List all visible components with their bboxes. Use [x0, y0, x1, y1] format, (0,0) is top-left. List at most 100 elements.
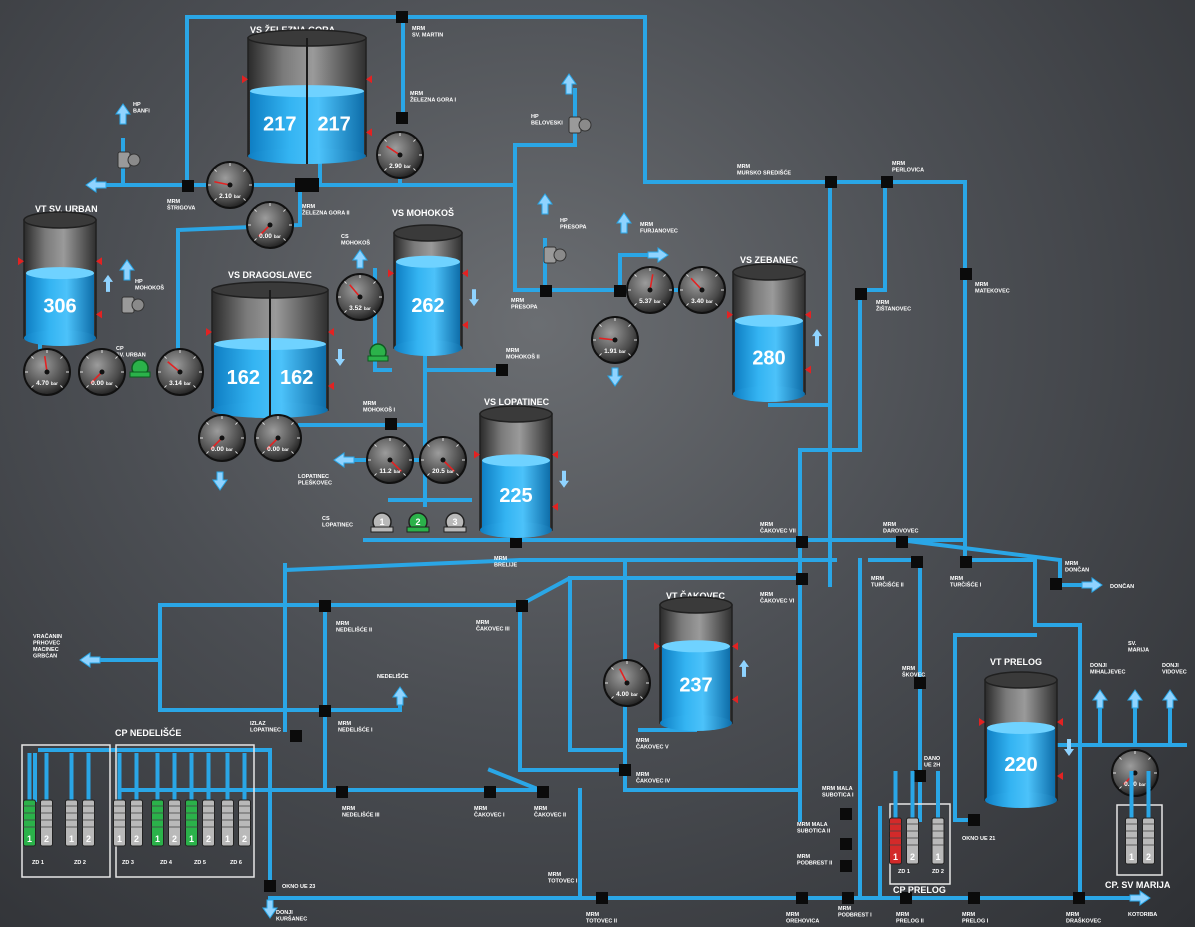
tank-name: VT PRELOG — [990, 657, 1042, 667]
tank-name: VS DRAGOSLAVEC — [228, 270, 312, 280]
pump-number: 1 — [117, 834, 122, 844]
arrow-down-icon — [262, 899, 278, 919]
valve-icon[interactable] — [117, 151, 141, 169]
pump-unit[interactable]: 2 — [1142, 771, 1155, 865]
pump-unit[interactable]: 1 — [113, 753, 126, 847]
pump-unit[interactable]: 2 — [40, 753, 53, 847]
trend-down-icon — [559, 470, 569, 488]
tank-vs-zelezna-gora[interactable]: VS ŽELEZNA GORA217217 — [242, 24, 372, 164]
pump-unit[interactable]: 1 — [151, 753, 164, 847]
pump-icon[interactable] — [367, 343, 389, 362]
pump-unit[interactable]: 1 — [889, 771, 902, 865]
valve-icon[interactable] — [568, 116, 592, 134]
booster-pump-1[interactable]: 1 — [370, 512, 394, 533]
pump-unit[interactable]: 1 — [1125, 771, 1138, 865]
arrow-up-icon — [352, 249, 368, 269]
pump-unit[interactable]: 2 — [82, 753, 95, 847]
pump-unit[interactable]: 1 — [23, 753, 36, 847]
pump-unit[interactable]: 1 — [221, 753, 234, 847]
valve-icon[interactable] — [121, 296, 145, 314]
pump-station-title: CP NEDELIŠĆE — [115, 727, 181, 738]
pump-number: 2 — [242, 834, 247, 844]
pump-unit[interactable]: 1 — [931, 771, 945, 865]
arrow-up-icon — [1092, 689, 1108, 709]
pump-unit[interactable]: 2 — [130, 753, 143, 847]
pump-unit[interactable]: 2 — [168, 753, 181, 847]
arrow-up-icon — [115, 103, 131, 125]
pump-icon[interactable] — [129, 359, 151, 378]
pump-number: 2 — [910, 852, 915, 862]
pump-unit[interactable]: 1 — [185, 753, 198, 847]
pump-group-label: ZD 6 — [230, 860, 242, 866]
pump-group-label: ZD 1 — [32, 860, 44, 866]
booster-pump-3[interactable]: 3 — [443, 512, 467, 533]
pump-unit[interactable]: 2 — [238, 753, 251, 847]
booster-pump-2[interactable]: 2 — [406, 512, 430, 533]
arrow-right-icon — [1129, 890, 1151, 906]
trend-up-icon — [812, 329, 822, 347]
valve-icon[interactable] — [543, 246, 567, 264]
pump-number: 2 — [172, 834, 177, 844]
trend-down-icon — [469, 289, 479, 307]
pump-number: 1 — [27, 834, 32, 844]
pump-unit[interactable]: 1 — [65, 753, 78, 847]
label-l54: KOTORIBA — [1128, 912, 1157, 918]
pump-number: 1 — [935, 852, 940, 862]
pump-unit[interactable]: 2 — [202, 753, 215, 847]
pump-number: 2 — [86, 834, 91, 844]
pump-unit[interactable]: 2 — [906, 771, 919, 865]
arrow-up-icon — [119, 259, 135, 281]
